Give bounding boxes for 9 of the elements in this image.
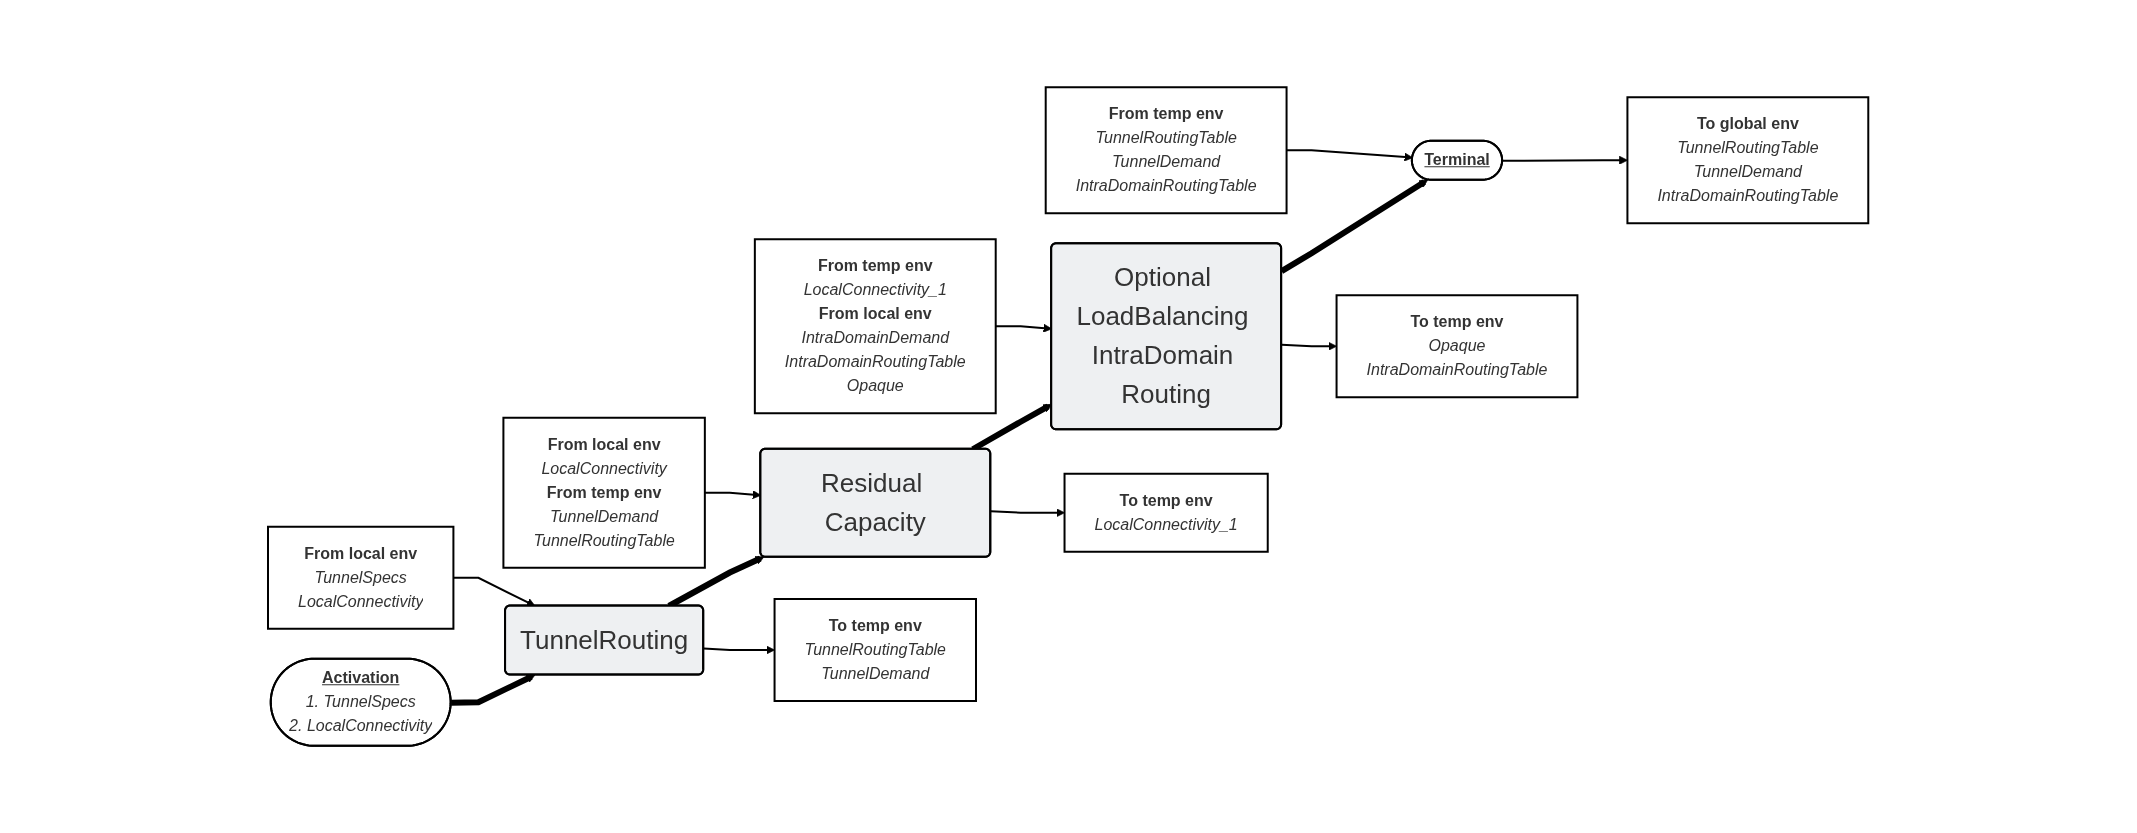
node-box: From local env TunnelSpecs LocalConnectivity	[267, 525, 455, 630]
node-box: To global env TunnelRoutingTable TunnelDemand IntraDomainRoutingTable	[1626, 96, 1870, 225]
arrow	[451, 674, 536, 706]
node-box: From temp env TunnelRoutingTable TunnelDemand IntraDomainRoutingTable	[1045, 86, 1288, 215]
node-box: From temp env LocalConnectivity_1 From local env IntraDomainDemand IntraDomainRoutingTable Opaque	[754, 238, 998, 415]
node-box: To temp env TunnelRoutingTable TunnelDemand	[773, 598, 978, 702]
node-box: From local env LocalConnectivity From temp env TunnelDemand TunnelRoutingTable	[502, 416, 707, 569]
node-box: To temp env Opaque IntraDomainRoutingTable	[1335, 294, 1579, 399]
node-box: To temp env LocalConnectivity_1	[1063, 472, 1270, 553]
